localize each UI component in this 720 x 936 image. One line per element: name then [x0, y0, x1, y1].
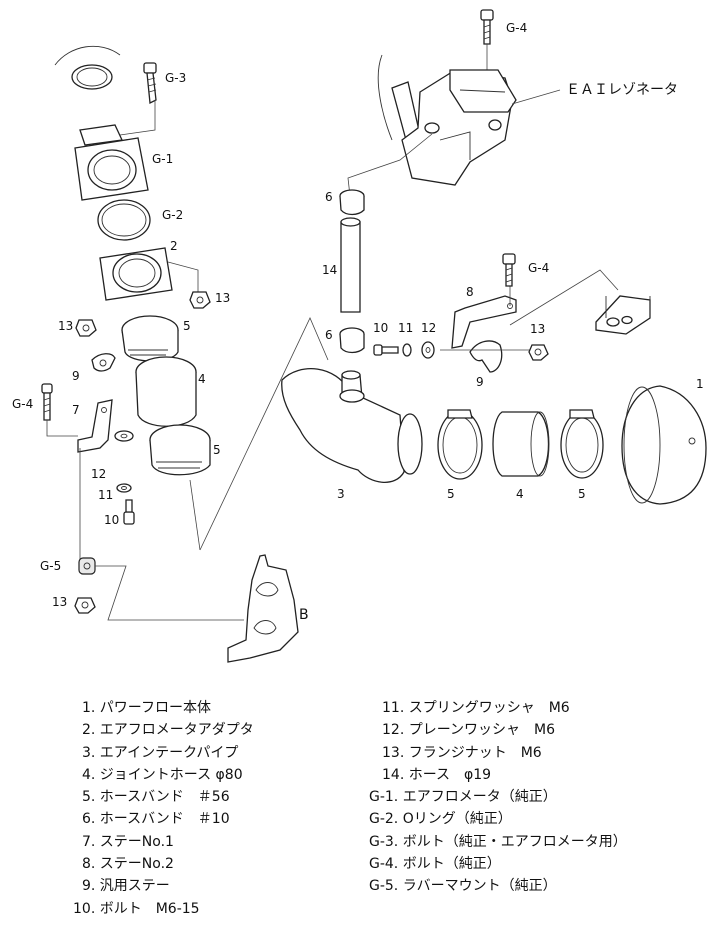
hose-band-5b — [149, 424, 211, 476]
bolt-g4b — [480, 9, 494, 72]
legend-item: G-5. ラバーマウント（純正） — [369, 878, 557, 895]
flange-nut-13d — [528, 344, 549, 361]
spring-washer-11a — [116, 483, 132, 493]
label-g4a: G-4 — [12, 397, 33, 411]
label-10b: 10 — [373, 321, 388, 335]
stay-no1 — [77, 399, 113, 453]
label-10a: 10 — [104, 513, 119, 527]
label-5c: 5 — [447, 487, 455, 501]
label-g4b: G-4 — [506, 21, 527, 35]
legend-item: G-4. ボルト（純正） — [369, 856, 501, 873]
leader-band-b — [189, 479, 201, 551]
flange-nut-13b — [75, 319, 97, 337]
label-11a: 11 — [98, 488, 113, 502]
legend-item: G-3. ボルト（純正・エアフロメータ用） — [369, 833, 627, 850]
label-1: 1 — [696, 377, 704, 391]
label-b: B — [299, 607, 309, 623]
label-13b: 13 — [58, 319, 73, 333]
flange-nut-13a — [189, 291, 211, 309]
legend-item: 6. ホースバンド ＃10 — [82, 811, 230, 828]
hose-band-5d — [560, 409, 604, 479]
label-12a: 12 — [91, 467, 106, 481]
legend-item: 12. プレーンワッシャ M6 — [382, 722, 556, 739]
plain-washer-12a — [114, 430, 134, 442]
leader-b-pipe — [199, 317, 329, 551]
label-4b: 4 — [516, 487, 524, 501]
bolt-g4c — [502, 253, 516, 287]
label-g4c: G-4 — [528, 261, 549, 275]
spring-washer-11b — [402, 343, 412, 357]
label-11b: 11 — [398, 321, 413, 335]
body-bracket-b — [227, 554, 299, 663]
label-6b: 6 — [325, 328, 333, 342]
hose-band-5c — [437, 409, 483, 480]
eai-resonator — [347, 54, 561, 197]
legend-item: 14. ホース φ19 — [382, 766, 492, 783]
label-4a: 4 — [198, 372, 206, 386]
legend-item: G-2. Oリング（純正） — [369, 811, 512, 828]
hose-band-6a — [339, 189, 365, 216]
label-5b: 5 — [213, 443, 221, 457]
o-ring-g2 — [97, 199, 151, 241]
label-g1: G-1 — [152, 152, 173, 166]
label-g5: G-5 — [40, 559, 61, 573]
label-7: 7 — [72, 403, 80, 417]
legend-item: 1. パワーフロー本体 — [82, 700, 211, 716]
label-5a: 5 — [183, 319, 191, 333]
label-resonator: ＥＡＩレゾネータ — [566, 82, 678, 98]
legend-right: 11. スプリングワッシャ M6 12. プレーンワッシャ M6 13. フラン… — [369, 697, 627, 898]
label-12b: 12 — [421, 321, 436, 335]
generic-stay-9b — [469, 340, 503, 373]
bolt-10b — [373, 344, 399, 356]
legend-item: 3. エアインテークパイプ — [82, 744, 239, 761]
hose-band-6b — [339, 327, 365, 354]
label-2: 2 — [170, 239, 178, 253]
joint-hose-4b — [492, 411, 550, 477]
label-13c: 13 — [52, 595, 67, 609]
label-9a: 9 — [72, 369, 80, 383]
label-9b: 9 — [476, 375, 484, 389]
legend-item: 11. スプリングワッシャ M6 — [382, 700, 570, 716]
hose-band-5a — [121, 315, 179, 362]
airflow-meter-g1 — [74, 124, 149, 201]
joint-hose-4a — [135, 356, 197, 427]
label-3: 3 — [337, 487, 345, 501]
legend-item: 9. 汎用ステー — [82, 878, 170, 895]
label-g3: G-3 — [165, 71, 186, 85]
legend-item: 2. エアフロメータアダプタ — [82, 722, 254, 739]
plain-washer-12b — [421, 341, 435, 359]
flange-nut-13c — [74, 597, 96, 614]
stay-no2 — [451, 285, 517, 349]
air-intake-pipe — [281, 368, 423, 483]
legend-item: 5. ホースバンド ＃56 — [82, 789, 230, 806]
label-8: 8 — [466, 285, 474, 299]
generic-stay-9a — [91, 353, 116, 372]
bolt-g3 — [119, 62, 157, 136]
label-5d: 5 — [578, 487, 586, 501]
legend-item: 13. フランジナット M6 — [382, 744, 542, 761]
hose-14 — [340, 217, 361, 313]
legend-item: 4. ジョイントホース φ80 — [82, 766, 243, 783]
bolt-10a — [123, 499, 135, 525]
label-6a: 6 — [325, 190, 333, 204]
bolt-g4a — [41, 383, 78, 437]
legend-item: 10. ボルト M6-15 — [73, 900, 200, 917]
legend-left: 1. パワーフロー本体 2. エアフロメータアダプタ 3. エアインテークパイプ… — [73, 697, 254, 920]
body-bracket-right — [509, 269, 651, 335]
rubber-mount-g5 — [78, 557, 244, 621]
label-13d: 13 — [530, 322, 545, 336]
legend-item: 8. ステーNo.2 — [82, 856, 174, 873]
power-flow-filter — [621, 385, 707, 505]
legend-item: G-1. エアフロメータ（純正） — [369, 789, 557, 806]
label-13a: 13 — [215, 291, 230, 305]
label-14: 14 — [322, 263, 337, 277]
legend-item: 7. ステーNo.1 — [82, 833, 174, 850]
parts-diagram: G-3 G-1 G-2 2 13 13 5 — [12, 9, 707, 663]
duct-fragment — [54, 45, 121, 90]
label-g2: G-2 — [162, 208, 183, 222]
airflow-meter-adapter — [99, 247, 199, 301]
